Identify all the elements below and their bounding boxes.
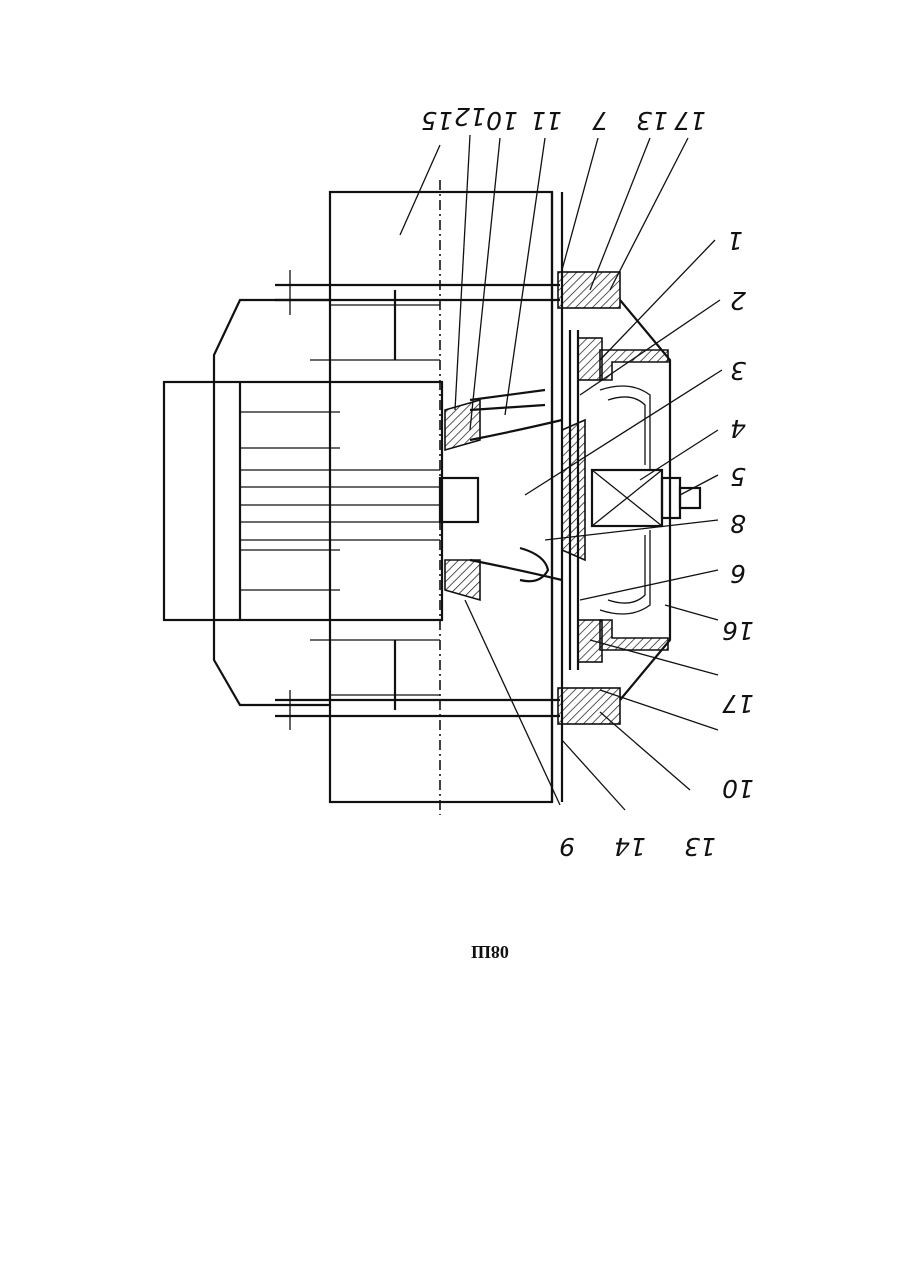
part-label: 13: [636, 106, 668, 135]
part-labels: 15 12 10 11 7 13 17 1 2 3 4 5 8 6 16 17 …: [421, 102, 754, 861]
housing-body: [164, 192, 560, 802]
figure-caption: 08Ш: [40, 941, 900, 962]
part-label: 10: [722, 774, 754, 803]
part-label: 3: [730, 356, 746, 385]
part-label: 9: [559, 832, 575, 861]
part-label: 13: [684, 832, 716, 861]
part-label: 2: [730, 286, 746, 315]
part-label: 16: [722, 616, 754, 645]
part-label: 8: [730, 509, 746, 538]
part-label: 17: [722, 689, 754, 718]
part-label: 4: [730, 414, 746, 443]
part-label: 17: [674, 106, 706, 135]
part-label: 6: [730, 559, 746, 588]
part-label: 10: [486, 106, 518, 135]
part-label: 1: [727, 226, 743, 255]
part-label: 14: [614, 832, 646, 861]
part-label: 7: [592, 106, 608, 135]
part-label: 5: [730, 462, 746, 491]
part-label: 12: [454, 102, 486, 131]
part-label: 11: [530, 106, 562, 135]
part-label: 15: [421, 106, 453, 135]
